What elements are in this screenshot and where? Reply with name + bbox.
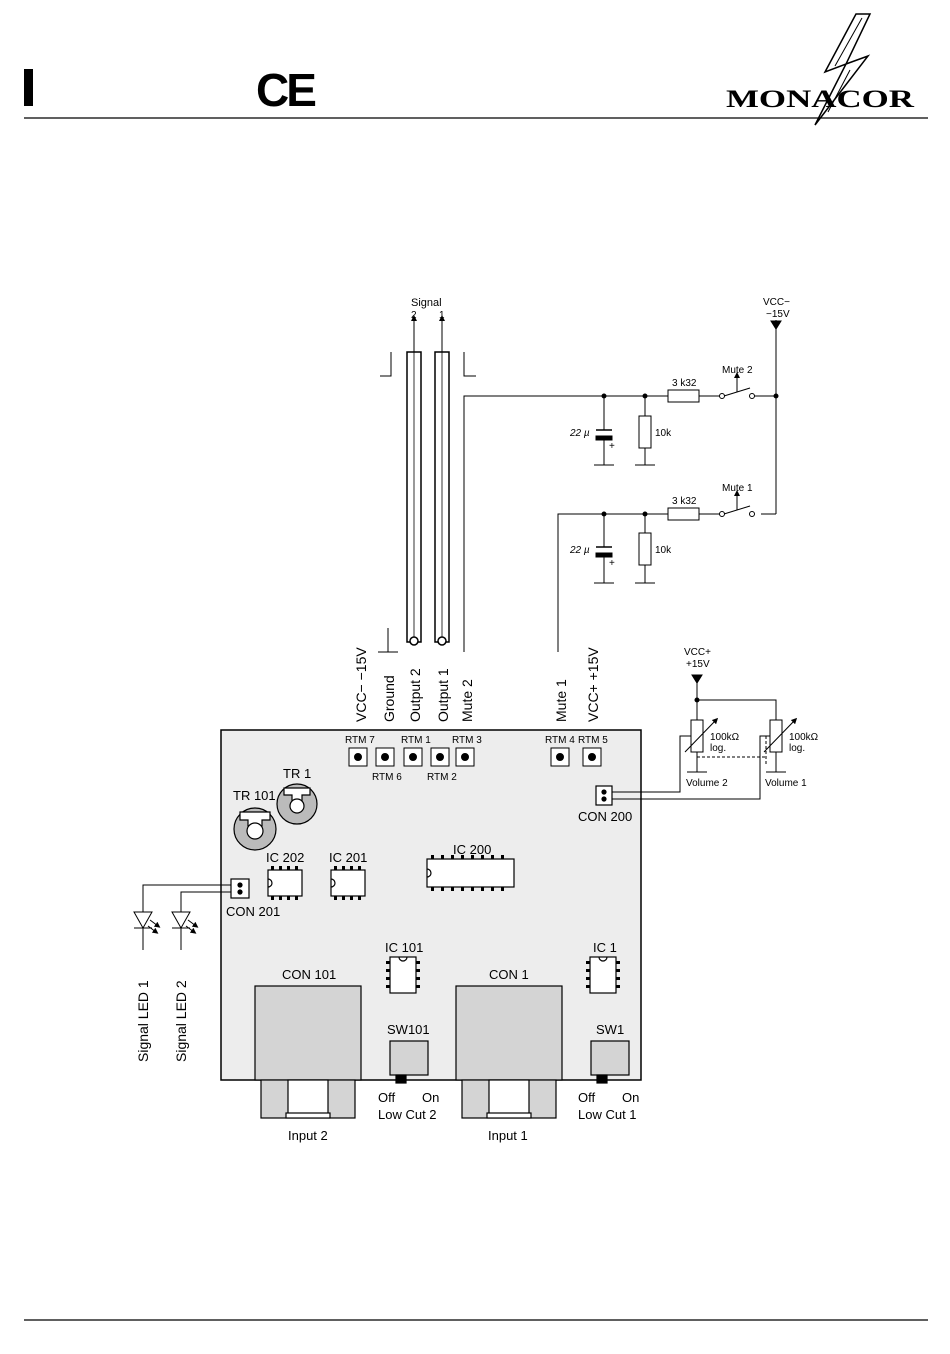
wire-label-output2: Output 2 [407, 668, 423, 722]
tr101-label: TR 101 [233, 788, 276, 803]
rtm7-label: RTM 7 [345, 735, 375, 746]
sw1-label: SW1 [596, 1022, 624, 1037]
minus-15v-label: −15V [766, 309, 790, 320]
output-cables [380, 315, 476, 646]
wire-label-vcc-plus: VCC+ +15V [585, 647, 601, 722]
ic-pins [271, 866, 620, 988]
ic201-label: IC 201 [329, 850, 367, 865]
con1-label: CON 1 [489, 967, 529, 982]
cap-plus-a: + [609, 441, 615, 452]
rtm1-label: RTM 1 [401, 735, 431, 746]
trimmer-tr101 [233, 807, 277, 851]
low-cut-switches [389, 1040, 630, 1084]
xlr-connectors [254, 985, 563, 1119]
resistor-3k32-a: 3 k32 [672, 378, 697, 389]
rtm5-label: RTM 5 [578, 735, 608, 746]
wire-label-mute2: Mute 2 [459, 679, 475, 722]
input2-label: Input 2 [288, 1128, 328, 1143]
ic101-label: IC 101 [385, 940, 423, 955]
wire-label-vcc-minus: VCC− −15V [353, 647, 369, 722]
pot-log-b: log. [789, 743, 805, 754]
ic202-label: IC 202 [266, 850, 304, 865]
signal-header: Signal [411, 297, 442, 309]
signal-2-label: 2 [411, 310, 417, 321]
cap-22u-a: 22 µ [569, 428, 590, 439]
low-cut-1-label: Low Cut 1 [578, 1107, 637, 1122]
pot-100k-a: 100kΩ [710, 732, 740, 743]
mute2-switch-label: Mute 2 [722, 365, 753, 376]
ce-mark: CE [256, 64, 315, 116]
ic-chips [267, 858, 617, 994]
sw1-off-label: Off [578, 1090, 595, 1105]
wire-label-ground: Ground [381, 675, 397, 722]
rtm4-label: RTM 4 [545, 735, 575, 746]
ic1-label: IC 1 [593, 940, 617, 955]
language-marker: I [0, 0, 1, 1]
sw2-off-label: Off [378, 1090, 395, 1105]
cap-22u-b: 22 µ [569, 545, 590, 556]
signal-leds [133, 884, 231, 950]
input1-label: Input 1 [488, 1128, 528, 1143]
resistor-10k-a: 10k [655, 428, 672, 439]
resistor-3k32-b: 3 k32 [672, 496, 697, 507]
lightning-icon [814, 13, 872, 126]
wire-label-output1: Output 1 [435, 668, 451, 722]
signal-led-2-label: Signal LED 2 [173, 980, 189, 1062]
mute1-switch-label: Mute 1 [722, 483, 753, 494]
rtm2-label: RTM 2 [427, 772, 457, 783]
rtm3-label: RTM 3 [452, 735, 482, 746]
cap-plus-b: + [609, 558, 615, 569]
volume-pots [606, 674, 798, 800]
sw101-label: SW101 [387, 1022, 430, 1037]
brand-logo: MONACOR [726, 86, 915, 113]
con101-label: CON 101 [282, 967, 336, 982]
con200-label: CON 200 [578, 809, 632, 824]
signal-1-label: 1 [439, 310, 445, 321]
resistor-10k-b: 10k [655, 545, 672, 556]
volume2-label: Volume 2 [686, 778, 728, 789]
con201-label: CON 201 [226, 904, 280, 919]
tr1-label: TR 1 [283, 766, 311, 781]
sw2-on-label: On [422, 1090, 439, 1105]
rtm-pins [348, 747, 602, 767]
mute-wiring [378, 320, 782, 653]
small-connectors [230, 785, 613, 899]
ic200-pins [431, 855, 504, 891]
trimmer-tr1 [276, 783, 318, 825]
pot-log-a: log. [710, 743, 726, 754]
volume1-label: Volume 1 [765, 778, 807, 789]
plus-15v-label: +15V [686, 659, 710, 670]
sw1-on-label: On [622, 1090, 639, 1105]
signal-led-1-label: Signal LED 1 [135, 980, 151, 1062]
low-cut-2-label: Low Cut 2 [378, 1107, 437, 1122]
vcc-plus-label: VCC+ [684, 647, 711, 658]
rtm6-label: RTM 6 [372, 772, 402, 783]
wire-label-mute1: Mute 1 [553, 679, 569, 722]
vcc-minus-label: VCC− [763, 297, 790, 308]
ic200-label: IC 200 [453, 842, 491, 857]
language-marker-bar [24, 69, 33, 106]
pot-100k-b: 100kΩ [789, 732, 819, 743]
